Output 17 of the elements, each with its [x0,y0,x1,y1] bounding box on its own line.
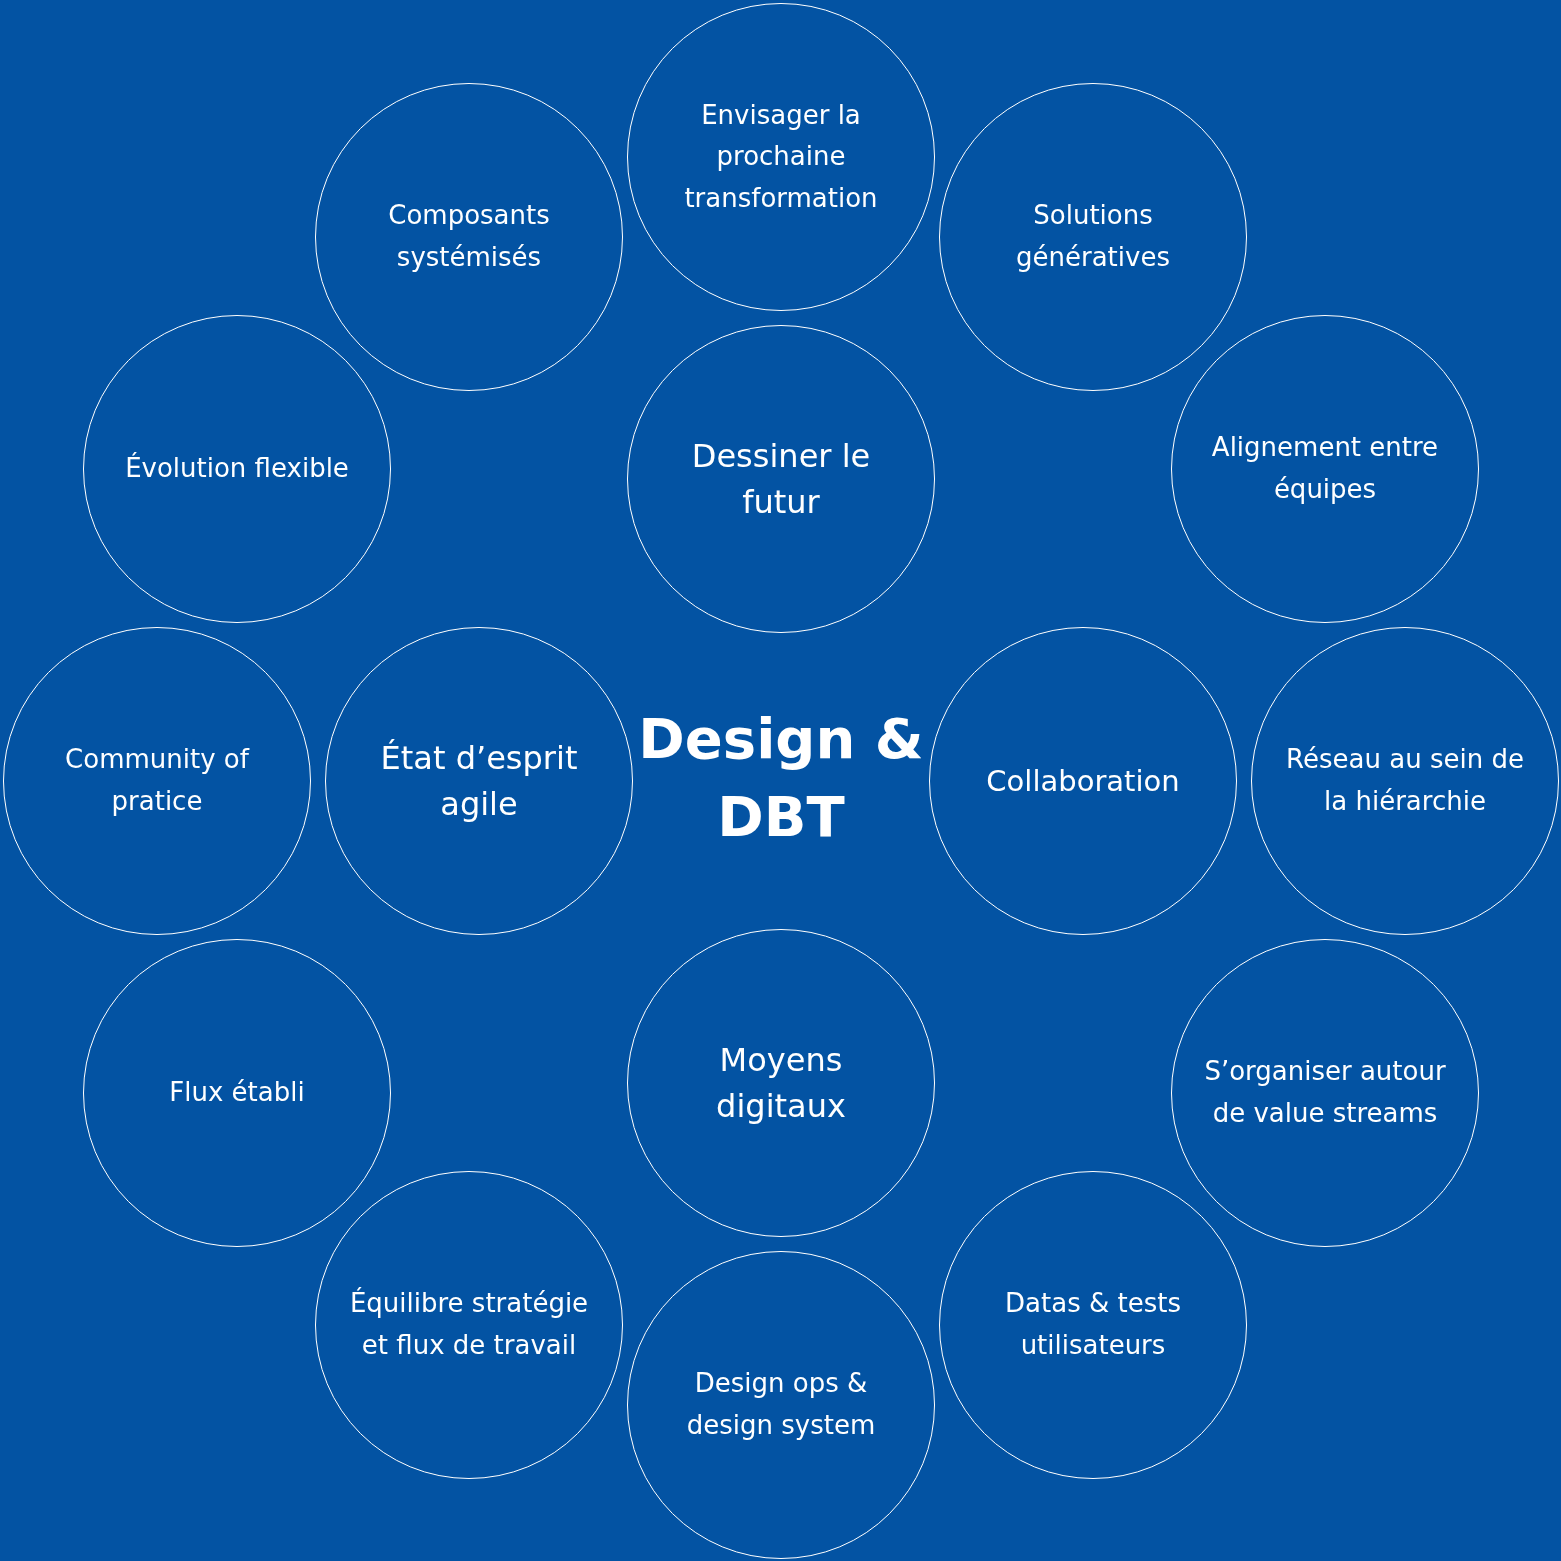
circle-label: Composants systémisés [387,199,551,274]
circle-label: Dessiner le futur [690,435,872,523]
circle-label: Réseau au sein de la hiérarchie [1285,743,1525,818]
circle-label: Design ops & design system [685,1367,877,1442]
circle-label: Flux établi [168,1076,306,1110]
center-title: Design & DBT [637,705,925,852]
circle-label: S’organiser autour de value streams [1203,1055,1447,1130]
circle-label: Envisager la prochaine transformation [683,98,879,215]
circle-label: État d’esprit agile [379,737,579,825]
circle-label: Évolution flexible [124,451,350,486]
circle-label: Datas & tests utilisateurs [1004,1287,1182,1362]
circle-label: Community of pratice [64,743,251,818]
circle-label: Solutions génératives [1015,199,1171,274]
circle-label: Équilibre stratégie et flux de travail [348,1286,590,1362]
circle-label: Alignement entre équipes [1210,431,1440,506]
circle-label: Moyens digitaux [715,1039,847,1127]
circle-label: Collaboration [985,762,1181,800]
